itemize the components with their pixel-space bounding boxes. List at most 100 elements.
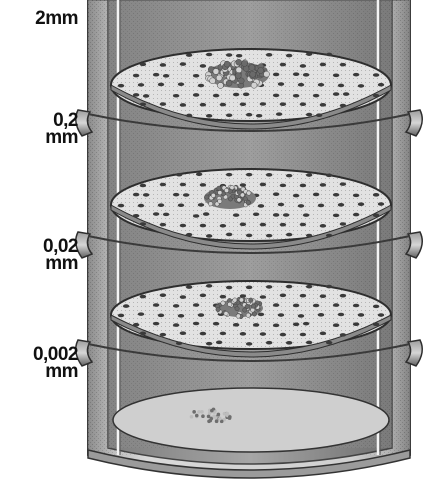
sieve-hole bbox=[158, 203, 164, 207]
sieve-hole bbox=[176, 173, 182, 177]
sieve-hole bbox=[178, 203, 184, 207]
sieve-hole bbox=[226, 113, 232, 117]
sieve-hole bbox=[358, 84, 364, 88]
sieve-hole bbox=[160, 293, 166, 297]
sieve-hole bbox=[353, 304, 359, 308]
sieve-hole bbox=[180, 224, 186, 228]
sediment-grain bbox=[228, 302, 232, 306]
sediment-grain bbox=[197, 410, 201, 414]
sieve-hole bbox=[280, 63, 286, 67]
sieve-hole bbox=[200, 224, 206, 228]
sieve-hole bbox=[280, 294, 286, 298]
sediment-grain bbox=[239, 298, 243, 302]
sieve-hole bbox=[140, 63, 146, 67]
sieve-hole bbox=[226, 53, 232, 57]
sieve-hole bbox=[320, 294, 326, 298]
sieve-hole bbox=[200, 103, 206, 107]
sieve-hole bbox=[240, 332, 246, 336]
sediment-grain bbox=[236, 59, 242, 65]
sieve-hole bbox=[353, 213, 359, 217]
sediment-grain bbox=[236, 67, 242, 73]
sieve-hole bbox=[193, 322, 199, 326]
sieve-hole bbox=[183, 193, 189, 197]
sieve-hole bbox=[280, 184, 286, 188]
sieve-hole bbox=[123, 304, 129, 308]
sieve-hole bbox=[286, 341, 292, 345]
sieve-hole bbox=[333, 323, 339, 327]
sieve-hole bbox=[303, 73, 309, 77]
sieve-hole bbox=[300, 102, 306, 106]
sieve-hole bbox=[258, 204, 264, 208]
sediment-grain bbox=[224, 311, 228, 315]
sieve-hole bbox=[233, 213, 239, 217]
sieve-hole bbox=[206, 234, 212, 238]
sieve-hole bbox=[326, 341, 332, 345]
sediment-grain bbox=[225, 412, 229, 416]
sediment-grain bbox=[217, 186, 221, 190]
sieve-hole bbox=[326, 174, 332, 178]
sieve-hole bbox=[160, 102, 166, 106]
sieve-hole bbox=[286, 233, 292, 237]
sieve-hole bbox=[193, 74, 199, 78]
sieve-hole bbox=[378, 202, 384, 206]
sieve-hole bbox=[193, 214, 199, 218]
sieve-hole bbox=[153, 322, 159, 326]
sieve-hole bbox=[333, 92, 339, 96]
sediment-grain bbox=[207, 415, 211, 419]
sieve-hole bbox=[246, 173, 252, 177]
sieve-hole bbox=[140, 102, 146, 106]
sieve-hole bbox=[303, 322, 309, 326]
sieve-hole bbox=[158, 83, 164, 87]
sieve-hole bbox=[133, 323, 139, 327]
sieve-hole bbox=[193, 93, 199, 97]
sieve-hole bbox=[358, 313, 364, 317]
sediment-grain bbox=[251, 304, 255, 308]
sieve-hole bbox=[278, 313, 284, 317]
label-2mm: 2mm bbox=[8, 10, 78, 27]
sieve-hole bbox=[133, 193, 139, 197]
sediment-grain bbox=[235, 73, 241, 79]
sieve-hole bbox=[186, 233, 192, 237]
sieve-hole bbox=[278, 82, 284, 86]
sieve-hole bbox=[206, 114, 212, 118]
sieve-hole bbox=[273, 94, 279, 98]
sediment-grain bbox=[224, 61, 230, 67]
sieve-hole bbox=[173, 304, 179, 308]
sieve-hole bbox=[303, 213, 309, 217]
sieve-hole bbox=[373, 94, 379, 98]
label-0-002mm: 0,002 mm bbox=[0, 346, 78, 380]
sieve-hole bbox=[138, 83, 144, 87]
sediment-grain bbox=[264, 71, 270, 77]
sediment-grain bbox=[190, 415, 194, 419]
sieve-hole bbox=[326, 53, 332, 57]
sediment-grain bbox=[249, 298, 253, 302]
sieve-hole bbox=[260, 183, 266, 187]
sieve-hole bbox=[118, 314, 124, 318]
sieve-hole bbox=[320, 103, 326, 107]
sieve-hole bbox=[253, 323, 259, 327]
sieve-hole bbox=[266, 173, 272, 177]
sieve-hole bbox=[246, 234, 252, 238]
sieve-hole bbox=[293, 323, 299, 327]
sieve-hole bbox=[300, 294, 306, 298]
sieve-hole bbox=[260, 295, 266, 299]
sieve-hole bbox=[163, 213, 169, 217]
sieve-hole bbox=[200, 64, 206, 68]
sieve-hole bbox=[378, 83, 384, 87]
sieve-hole bbox=[280, 102, 286, 106]
sieve-hole bbox=[173, 193, 179, 197]
sieve-hole bbox=[340, 333, 346, 337]
sieve-hole bbox=[233, 93, 239, 97]
sieve-hole bbox=[378, 313, 384, 317]
label-0-02mm: 0,02 mm bbox=[8, 238, 78, 272]
sieve-hole bbox=[180, 62, 186, 66]
sieve-hole bbox=[278, 203, 284, 207]
sediment-grain bbox=[192, 410, 196, 414]
sediment-grain bbox=[242, 60, 248, 66]
sieve-hole bbox=[343, 92, 349, 96]
sieve-hole bbox=[133, 93, 139, 97]
sieve-hole bbox=[180, 183, 186, 187]
sediment-grain bbox=[251, 82, 257, 88]
sieve-hole bbox=[313, 304, 319, 308]
sieve-hole bbox=[143, 94, 149, 98]
